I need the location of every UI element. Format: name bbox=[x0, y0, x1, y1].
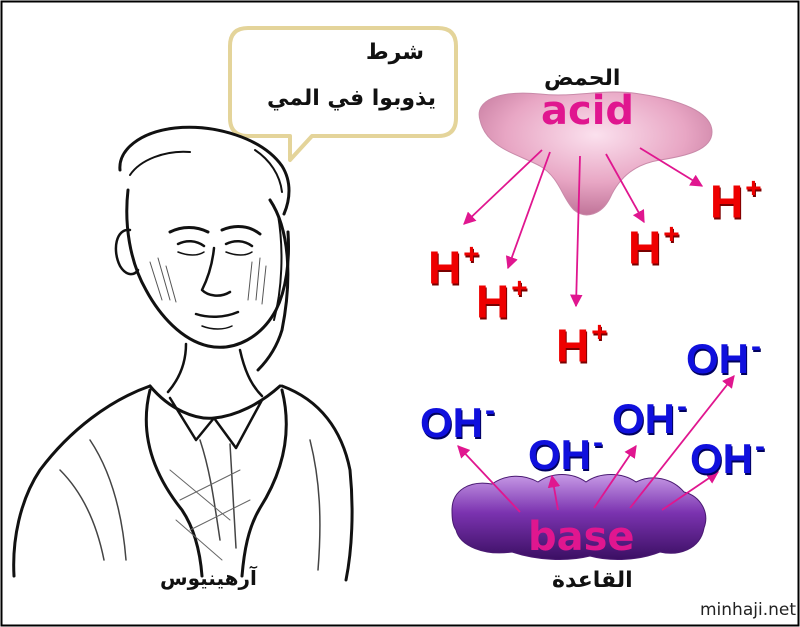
bubble-text-line1: شرط bbox=[365, 40, 424, 65]
h-ion: H+ bbox=[476, 272, 528, 328]
base-label: base bbox=[528, 514, 635, 560]
base-arrows bbox=[457, 375, 735, 513]
credit-text: minhaji.net bbox=[700, 600, 796, 620]
base-blob bbox=[451, 474, 707, 560]
acid-blob bbox=[478, 91, 713, 216]
oh-ion: OH- bbox=[690, 430, 765, 482]
oh-ion: OH- bbox=[420, 394, 495, 446]
h-ion: H+ bbox=[710, 172, 762, 228]
acid-arabic-label: الحمض bbox=[544, 66, 621, 91]
oh-ion: OH- bbox=[528, 426, 603, 478]
speech-bubble bbox=[228, 26, 458, 162]
oh-ion: OH- bbox=[686, 330, 761, 382]
scientist-portrait bbox=[12, 125, 354, 582]
acid-arrows bbox=[463, 147, 704, 308]
base-arabic-label: القاعدة bbox=[552, 568, 633, 593]
h-ion: H+ bbox=[556, 316, 608, 372]
bubble-text-line2: يذوبوا في المي bbox=[266, 86, 436, 111]
h-ion: H+ bbox=[628, 218, 680, 274]
h-ion: H+ bbox=[428, 238, 480, 294]
scientist-name: آرهينيوس bbox=[160, 566, 257, 590]
acid-label: acid bbox=[541, 88, 635, 134]
oh-ion: OH- bbox=[612, 390, 687, 442]
